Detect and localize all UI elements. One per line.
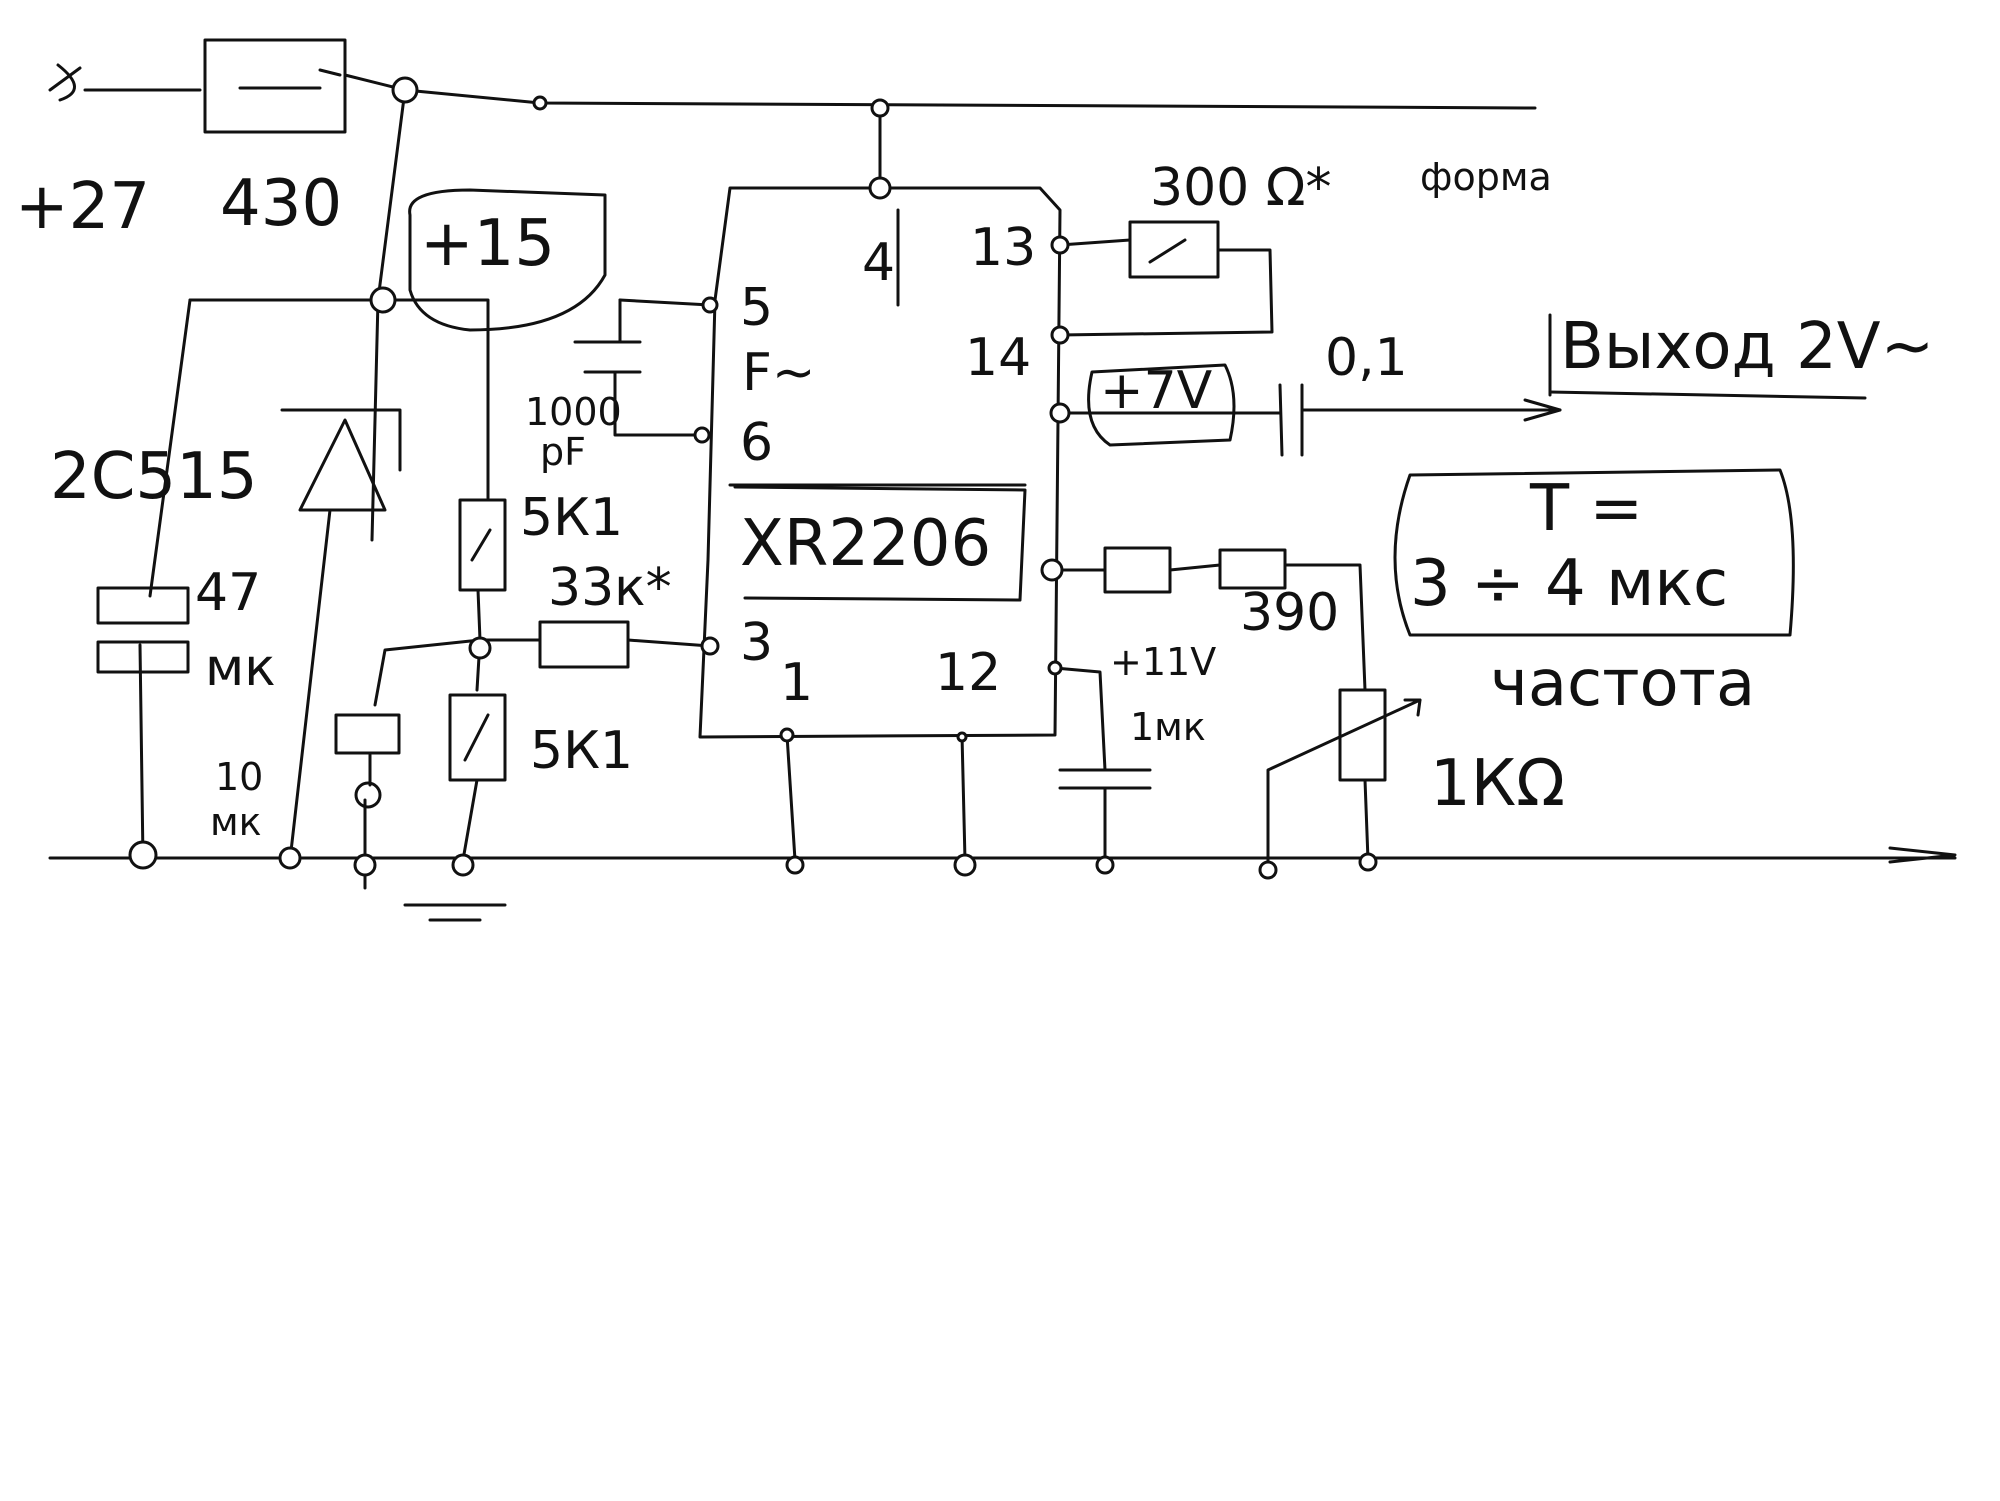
label-zener-voltage: +15 xyxy=(420,207,555,281)
label-period-value: 3 ÷ 4 мкс xyxy=(1410,547,1728,621)
bubble-15v xyxy=(408,188,607,332)
bubble-7v xyxy=(1087,363,1236,447)
components xyxy=(48,38,1795,809)
resistor-5k1-top xyxy=(458,498,507,592)
label-pin-4: 4 xyxy=(862,233,895,293)
label-cap-out: 0,1 xyxy=(1325,328,1408,388)
resistor-33k xyxy=(538,620,630,669)
capacitor-10 xyxy=(334,713,401,755)
resistor-5k1-bottom xyxy=(448,693,507,782)
potentiometer-1k xyxy=(1338,688,1387,782)
label-cap-1mk: 1мк xyxy=(1130,705,1206,749)
zener-diode xyxy=(298,418,387,512)
label-pin-13: 13 xyxy=(970,218,1036,278)
label-res-5k1-bottom: 5К1 xyxy=(530,721,633,781)
label-pot: 1КΩ xyxy=(1430,747,1565,821)
label-supply-voltage: +27 xyxy=(15,170,150,244)
label-pin-14: 14 xyxy=(965,328,1031,388)
capacitor-47 xyxy=(96,586,190,625)
nodes xyxy=(128,76,1378,880)
label-period-top: Т = xyxy=(1529,472,1643,546)
label-pin-6: 6 xyxy=(740,413,773,473)
label-supply-resistor: 430 xyxy=(220,167,342,241)
label-pin-1: 1 xyxy=(780,653,813,713)
capacitor-47-plate xyxy=(96,640,190,674)
label-pin-f: F~ xyxy=(742,343,815,403)
label-res-390: 390 xyxy=(1240,583,1339,643)
resistor-390 xyxy=(1218,548,1287,590)
labels: +27 430 +15 2С515 47 мк 10 мк 5К1 5К1 33… xyxy=(15,155,1934,844)
label-cap-47-unit: мк xyxy=(205,638,276,698)
label-res-300: 300 Ω* xyxy=(1150,158,1332,218)
label-cap-1000-unit: pF xyxy=(540,430,586,474)
label-cap-10-unit: мк xyxy=(210,800,262,844)
label-chip: XR2206 xyxy=(740,507,991,581)
bubble-period xyxy=(1393,468,1795,637)
label-v-11: +11V xyxy=(1110,640,1216,684)
label-cap-1000: 1000 xyxy=(525,390,622,434)
resistor-300 xyxy=(1128,220,1220,279)
label-v-out-dc: +7V xyxy=(1100,361,1213,421)
resistor-430 xyxy=(203,38,347,134)
label-res-33k: 33к* xyxy=(548,558,672,618)
label-cap-47: 47 xyxy=(195,563,261,623)
label-cap-10: 10 xyxy=(215,755,263,799)
label-res-5k1-top: 5К1 xyxy=(520,488,623,548)
label-pin-5: 5 xyxy=(740,278,773,338)
label-freq: частота xyxy=(1490,647,1755,721)
label-forma: форма xyxy=(1420,155,1552,199)
resistor-2k2 xyxy=(1103,546,1172,594)
label-pin-12: 12 xyxy=(935,643,1001,703)
label-zener-part: 2С515 xyxy=(50,440,258,514)
input-terminal xyxy=(48,63,82,102)
label-output: Выход 2V~ xyxy=(1560,310,1934,384)
label-pin-3: 3 xyxy=(740,613,773,673)
